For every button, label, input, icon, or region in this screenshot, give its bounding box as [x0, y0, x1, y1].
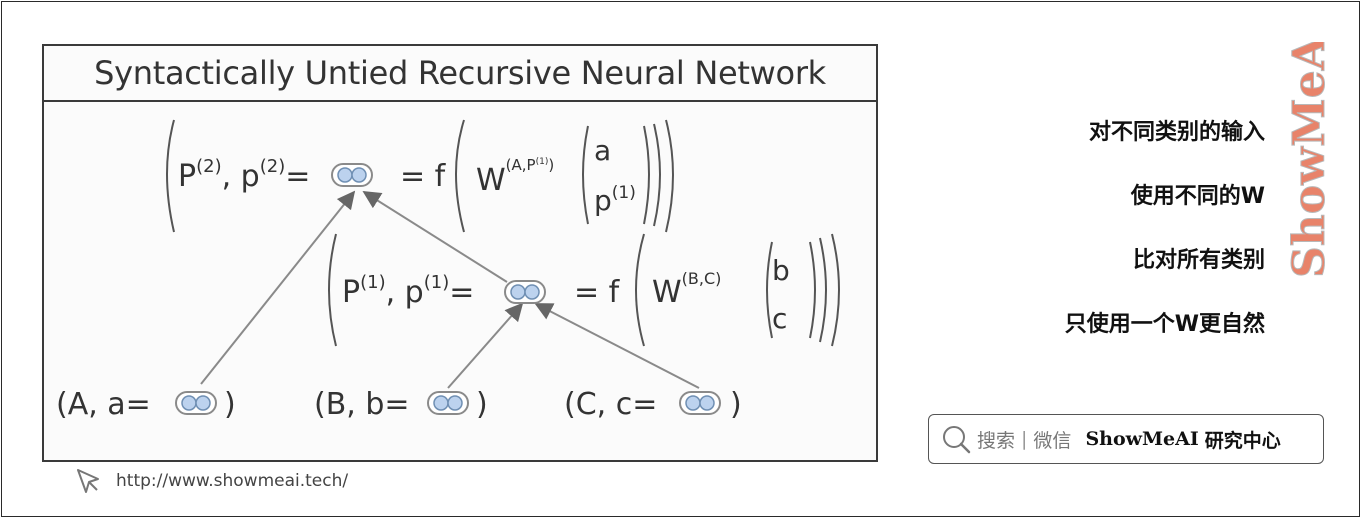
vec-bracket-left-row1	[766, 241, 773, 339]
p2-superscript: (2)	[196, 156, 222, 177]
note-2: 使用不同的W	[1130, 184, 1265, 209]
note-3: 比对所有类别	[1132, 248, 1265, 273]
tree-diagram: P(2), p(2)= = f W(A,P(1)) a p(1) P(1), p…	[56, 119, 840, 422]
w2-supclose: )	[548, 156, 554, 174]
search-icon	[943, 426, 971, 454]
w1-superscript: (B,C)	[682, 269, 722, 288]
search-label-wechat: 微信	[1033, 429, 1072, 452]
svg-text:P(2), p(2)=: P(2), p(2)=	[178, 156, 310, 194]
p2-lower: , p	[222, 159, 260, 194]
p2-rhs-f: = f	[400, 159, 447, 194]
edge-a-to-p2	[200, 190, 356, 385]
node-p1	[504, 280, 546, 304]
vec1-bottom: c	[772, 302, 787, 335]
node-p2	[331, 163, 373, 187]
vec2-bottom-sup: (1)	[612, 183, 636, 203]
vec1-top: b	[772, 254, 790, 287]
svg-text:P(1), p(1)=: P(1), p(1)=	[342, 272, 474, 310]
p1-lower-superscript: (1)	[424, 272, 450, 293]
vec2-top: a	[594, 134, 611, 167]
p1-superscript: (1)	[360, 272, 386, 293]
paren-left-row2	[166, 119, 175, 233]
search-separator: |	[1021, 428, 1028, 450]
footer-link[interactable]: http://www.showmeai.tech/	[74, 466, 348, 496]
edge-p1-to-p2	[362, 191, 508, 283]
figure-title: Syntactically Untied Recursive Neural Ne…	[44, 46, 876, 102]
brand-logo: ShowMeAI	[1286, 42, 1334, 279]
brand-logo-text: ShowMeAI	[1286, 42, 1334, 278]
p1-lower: , p	[386, 275, 424, 310]
leaf-b-open: (B, b=	[314, 387, 410, 422]
search-org-suffix: 研究中心	[1204, 429, 1281, 452]
vec-bracket-left-row2	[582, 125, 589, 225]
node-c	[679, 391, 721, 415]
vec2-bottom: p	[594, 184, 612, 217]
node-a	[175, 391, 217, 415]
p2-symbol: P	[178, 159, 196, 194]
leaf-a-open: (A, a=	[56, 387, 151, 422]
p1-symbol: P	[342, 275, 360, 310]
leaf-a-close: )	[224, 387, 236, 422]
search-label: 搜索	[977, 429, 1016, 452]
diagram-figure: Syntactically Untied Recursive Neural Ne…	[42, 44, 878, 462]
search-org-name: ShowMeAI	[1085, 428, 1199, 450]
svg-text:W(B,C): W(B,C)	[652, 269, 721, 310]
p1-rhs-f: = f	[574, 275, 621, 310]
paren-left-w-row1	[635, 233, 645, 347]
svg-text:W(A,P(1)): W(A,P(1))	[476, 156, 554, 198]
p1-eq: =	[449, 275, 474, 310]
note-1: 对不同类别的输入	[1088, 120, 1265, 145]
p2-lower-superscript: (2)	[260, 156, 286, 177]
leaf-c-open: (C, c=	[564, 387, 657, 422]
wechat-search-box[interactable]: 搜索 | 微信 ShowMeAI 研究中心	[928, 414, 1324, 464]
leaf-b-close: )	[476, 387, 488, 422]
note-4: 只使用一个W更自然	[1064, 312, 1265, 337]
cursor-icon	[77, 469, 99, 493]
paren-left-w-row2	[455, 119, 465, 233]
leaf-c-close: )	[730, 387, 742, 422]
node-b	[427, 391, 469, 415]
paren-left-row1	[328, 233, 337, 347]
w2-symbol: W	[476, 163, 506, 198]
edge-c-to-p1	[534, 303, 700, 389]
svg-text:p(1): p(1)	[594, 183, 636, 217]
w2-superscript: (A,P	[506, 156, 536, 174]
w2-supsup: (1)	[536, 157, 549, 167]
w1-symbol: W	[652, 275, 682, 310]
p2-eq: =	[285, 159, 310, 194]
edge-b-to-p1	[447, 302, 524, 389]
footer-url: http://www.showmeai.tech/	[116, 471, 349, 491]
